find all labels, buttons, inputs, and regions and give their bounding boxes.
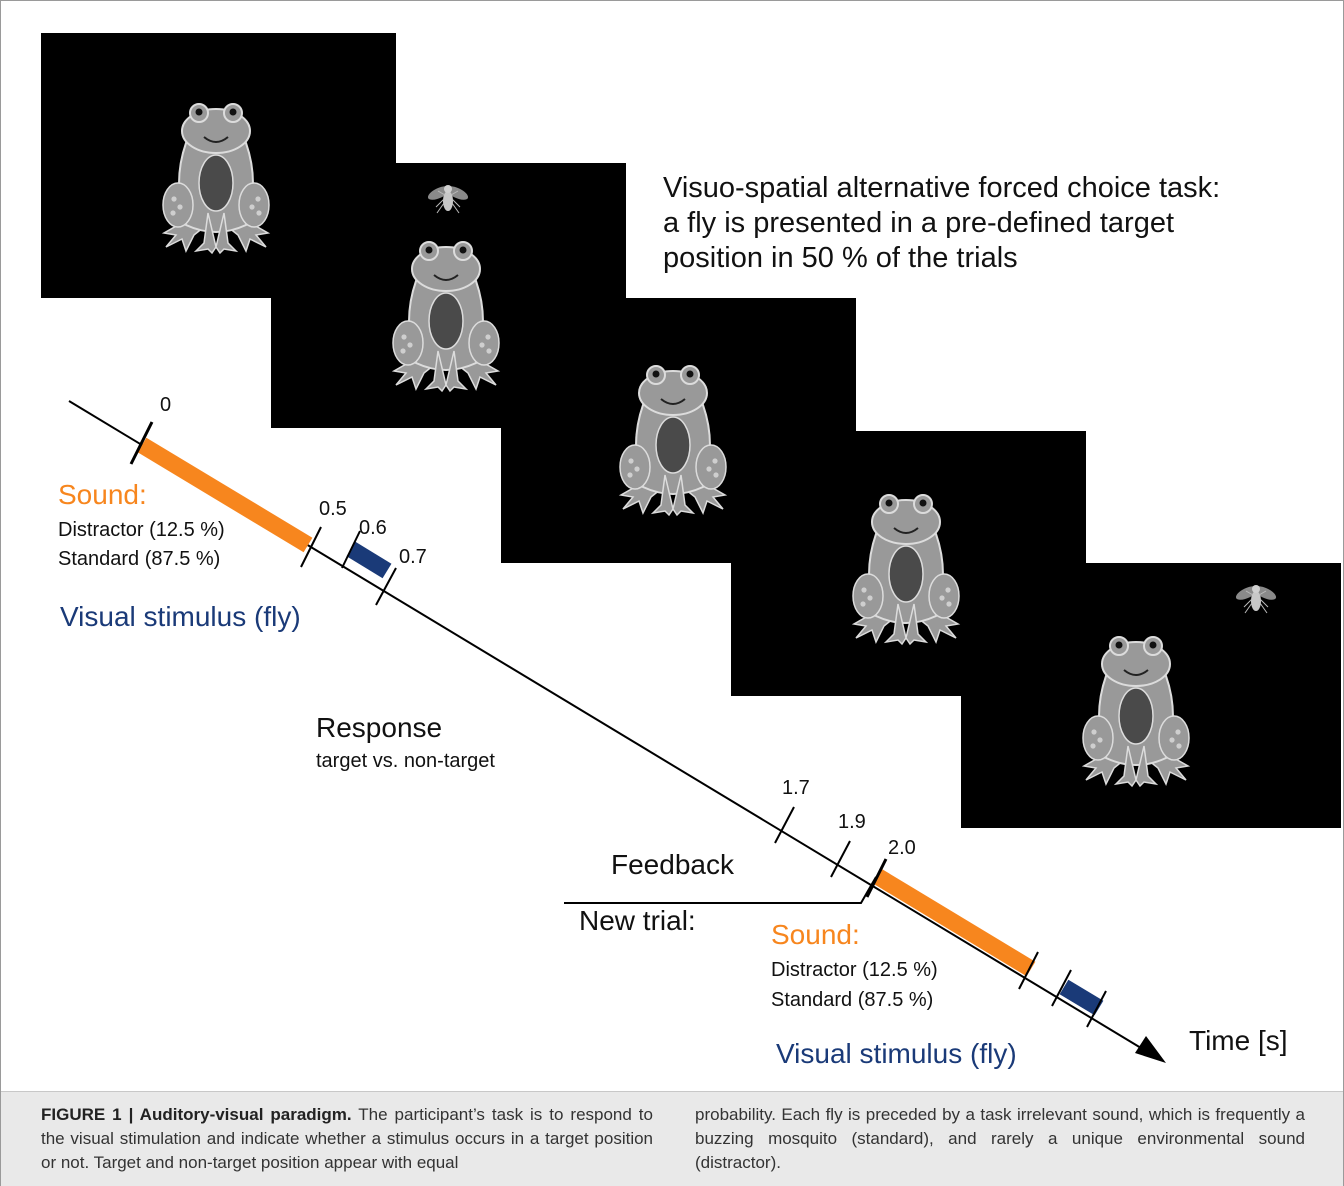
sound-bar-trial-1 bbox=[137, 437, 313, 553]
new-trial-line bbox=[564, 876, 877, 904]
figure-illustration: Visuo-spatial alternative forced choice … bbox=[1, 1, 1343, 1091]
tick-label-0-7: 0.7 bbox=[399, 546, 427, 568]
time-axis-arrowhead bbox=[1135, 1036, 1166, 1063]
standard-label-trial-1: Standard (87.5 %) bbox=[58, 548, 220, 570]
standard-label-trial-2: Standard (87.5 %) bbox=[771, 989, 933, 1011]
caption-label: FIGURE 1 | Auditory-visual paradigm. bbox=[41, 1105, 352, 1124]
feedback-label: Feedback bbox=[611, 849, 735, 880]
tick-0 bbox=[129, 421, 154, 465]
sound-bar-trial-2 bbox=[872, 868, 1036, 977]
caption-text-left: The participant’s task is to respond to … bbox=[41, 1105, 653, 1172]
task-description-line-2: a fly is presented in a pre-defined targ… bbox=[663, 207, 1174, 239]
tick-label-0-5: 0.5 bbox=[319, 498, 347, 520]
visual-bar-trial-2 bbox=[1059, 979, 1104, 1016]
tick-0-6 bbox=[341, 530, 361, 569]
tick-sound-end-trial-2 bbox=[1018, 951, 1039, 990]
tick-label-0: 0 bbox=[160, 394, 171, 416]
caption-column-left: FIGURE 1 | Auditory-visual paradigm. The… bbox=[41, 1103, 653, 1175]
tick-visual-start-trial-2 bbox=[1051, 969, 1072, 1007]
distractor-label-trial-2: Distractor (12.5 %) bbox=[771, 959, 938, 981]
response-sublabel: target vs. non-target bbox=[316, 750, 495, 772]
figure-caption: FIGURE 1 | Auditory-visual paradigm. The… bbox=[1, 1091, 1343, 1186]
distractor-label-trial-1: Distractor (12.5 %) bbox=[58, 519, 225, 541]
tick-1-7 bbox=[774, 806, 795, 844]
tick-0-5 bbox=[300, 526, 322, 568]
tick-0-7 bbox=[375, 567, 397, 606]
tick-label-1-9: 1.9 bbox=[838, 811, 866, 833]
visual-stimulus-label-trial-2: Visual stimulus (fly) bbox=[776, 1038, 1017, 1069]
task-description-line-1: Visuo-spatial alternative forced choice … bbox=[663, 172, 1220, 204]
paradigm-diagram: Visuo-spatial alternative forced choice … bbox=[41, 33, 1341, 1069]
tick-visual-end-trial-2 bbox=[1086, 990, 1107, 1028]
new-trial-label: New trial: bbox=[579, 905, 696, 936]
tick-label-2-0: 2.0 bbox=[888, 837, 916, 859]
visual-stimulus-label-trial-1: Visual stimulus (fly) bbox=[60, 601, 301, 632]
caption-column-right: probability. Each fly is preceded by a t… bbox=[695, 1103, 1305, 1175]
tick-label-0-6: 0.6 bbox=[359, 517, 387, 539]
response-label: Response bbox=[316, 712, 442, 743]
caption-text-right: probability. Each fly is preceded by a t… bbox=[695, 1105, 1305, 1172]
tick-1-9 bbox=[830, 840, 851, 878]
tick-label-1-7: 1.7 bbox=[782, 777, 810, 799]
sound-label-trial-2: Sound: bbox=[771, 919, 860, 950]
time-axis-label: Time [s] bbox=[1189, 1025, 1288, 1056]
task-description-line-3: position in 50 % of the trials bbox=[663, 242, 1018, 274]
sound-label-trial-1: Sound: bbox=[58, 479, 147, 510]
stimulus-screen-5 bbox=[961, 563, 1341, 828]
visual-bar-trial-1 bbox=[346, 541, 392, 579]
